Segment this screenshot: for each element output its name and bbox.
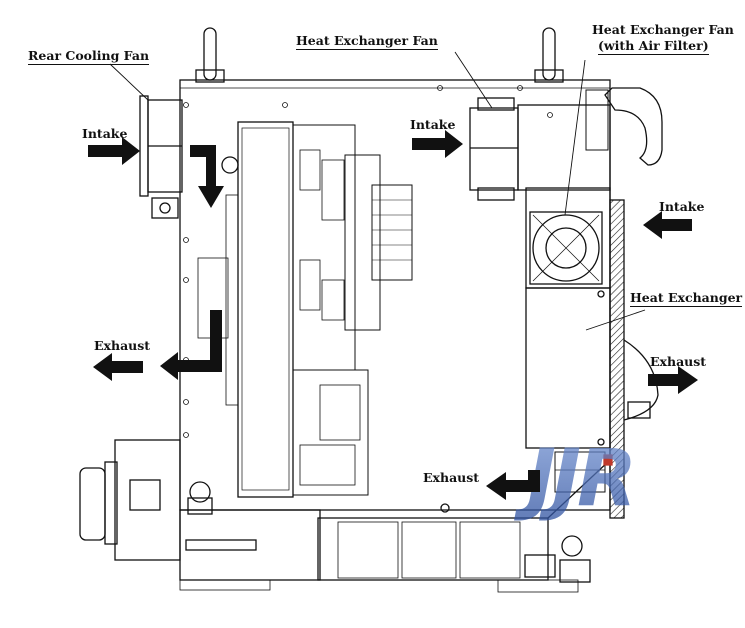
exhaust-arrow-bottom [486, 470, 540, 500]
intake-arrow-right [643, 211, 692, 239]
intake-arrow-mid [412, 130, 463, 158]
junction-box [114, 439, 181, 561]
circuit-board-1 [292, 124, 356, 371]
intake-label-left: Intake [82, 126, 128, 141]
air-filter-label: (with Air Filter) [598, 38, 709, 55]
flow-arrow-up-left [160, 310, 222, 380]
heat-exchanger-label: Heat Exchanger [630, 290, 743, 307]
lifting-eye-right [542, 27, 556, 81]
exhaust-arrow-left [93, 353, 143, 381]
rear-cooling-fan-label: Rear Cooling Fan [28, 48, 150, 65]
heat-exchanger-fins [609, 199, 625, 519]
bottom-terminal-box [317, 517, 549, 581]
heat-exchanger-fan [469, 107, 519, 191]
heat-exchanger [525, 287, 611, 449]
intake-arrow-left [88, 137, 140, 165]
heat-exchanger-fan-label: Heat Exchanger Fan [296, 33, 438, 50]
power-board [292, 369, 369, 496]
intake-label-right: Intake [659, 199, 705, 214]
controller-module [237, 121, 294, 498]
intake-label-mid: Intake [410, 117, 456, 132]
exhaust-label-left: Exhaust [94, 338, 151, 353]
lifting-eye-left [203, 27, 217, 81]
circuit-board-2 [344, 154, 381, 331]
heat-exchanger-fan-filter-label: Heat Exchanger Fan [592, 22, 734, 37]
exhaust-arrow-right [648, 366, 698, 394]
exhaust-label-right: Exhaust [650, 354, 707, 369]
side-handle [604, 87, 663, 166]
exhaust-label-bottom: Exhaust [423, 470, 480, 485]
flow-arrow-down [190, 145, 224, 208]
